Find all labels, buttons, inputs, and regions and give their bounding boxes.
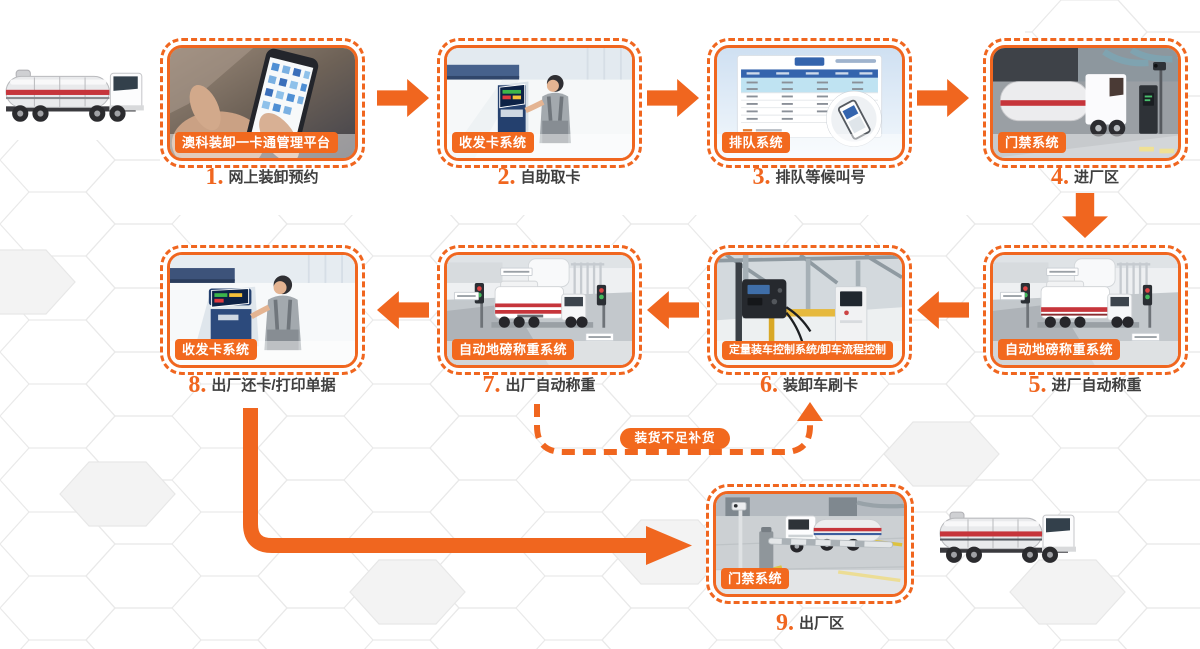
step-5-caption: 5.进厂自动称重 xyxy=(935,372,1200,399)
step-5-badge: 自动地磅称重系统 xyxy=(998,339,1121,360)
arrow-step6-to-step7-icon xyxy=(647,291,699,329)
step-9-photo: 门禁系统 xyxy=(713,491,907,597)
tanker-truck-left-icon xyxy=(5,69,144,122)
step-7-number: 7. xyxy=(482,372,501,398)
arrow-step1-to-step2-icon xyxy=(377,79,429,117)
step-5-number: 5. xyxy=(1028,372,1047,398)
step-4-caption: 4.进厂区 xyxy=(935,164,1200,191)
step-9-caption: 9.出厂区 xyxy=(660,610,960,637)
step-5-photo: 自动地磅称重系统 xyxy=(990,252,1181,368)
step-6-caption-text: 装卸车刷卡 xyxy=(782,377,858,394)
step-7-photo: 自动地磅称重系统 xyxy=(444,252,635,368)
step-8-box: 收发卡系统 xyxy=(160,245,365,375)
step-2-photo: 收发卡系统 xyxy=(444,45,635,161)
step-2-box: 收发卡系统 xyxy=(437,38,642,168)
step-3-caption-text: 排队等候叫号 xyxy=(775,169,866,186)
step-4-number: 4. xyxy=(1050,164,1069,190)
step-3-caption: 3.排队等候叫号 xyxy=(659,164,959,191)
step-7-caption-text: 出厂自动称重 xyxy=(505,377,596,394)
step-2-number: 2. xyxy=(497,164,516,190)
step-6-photo: 定量装车控制系统/卸车流程控制 xyxy=(714,252,905,368)
step-7-badge: 自动地磅称重系统 xyxy=(452,339,575,360)
step-4-badge: 门禁系统 xyxy=(998,132,1067,153)
step-1-box: 澳科装卸一卡通管理平台 xyxy=(160,38,365,168)
step-8-photo: 收发卡系统 xyxy=(167,252,358,368)
step-3-badge: 排队系统 xyxy=(722,132,791,153)
step-6-number: 6. xyxy=(759,372,778,398)
step-1-number: 1. xyxy=(205,164,224,190)
step-1-caption: 1.网上装卸预约 xyxy=(112,164,412,191)
arrow-step4-to-step5-icon xyxy=(1062,193,1108,238)
step-9-box: 门禁系统 xyxy=(706,484,914,604)
step-7-caption: 7.出厂自动称重 xyxy=(389,372,689,399)
step-9-badge: 门禁系统 xyxy=(721,568,790,589)
step-5-caption-text: 进厂自动称重 xyxy=(1051,377,1142,394)
step-4-caption-text: 进厂区 xyxy=(1073,169,1119,186)
arrow-step3-to-step4-icon xyxy=(917,79,969,117)
step-2-badge: 收发卡系统 xyxy=(452,132,534,153)
arrow-step5-to-step6-icon xyxy=(917,291,969,329)
step-8-caption: 8.出厂还卡/打印单据 xyxy=(112,372,412,399)
step-1-badge: 澳科装卸一卡通管理平台 xyxy=(175,132,338,153)
feedback-label-pill: 装货不足补货 xyxy=(620,428,730,449)
step-9-number: 9. xyxy=(775,610,794,636)
arrow-step7-to-step8-icon xyxy=(377,291,429,329)
step-4-box: 门禁系统 xyxy=(983,38,1188,168)
step-3-photo: 排队系统 xyxy=(714,45,905,161)
step-5-box: 自动地磅称重系统 xyxy=(983,245,1188,375)
step-9-caption-text: 出厂区 xyxy=(798,615,844,632)
step-6-caption: 6.装卸车刷卡 xyxy=(659,372,959,399)
step-3-number: 3. xyxy=(752,164,771,190)
arrow-step2-to-step3-icon xyxy=(647,79,699,117)
card-kiosk-illustration xyxy=(447,48,632,158)
tanker-truck-right-icon xyxy=(939,511,1076,563)
step-8-caption-text: 出厂还卡/打印单据 xyxy=(211,377,336,394)
step-3-box: 排队系统 xyxy=(707,38,912,168)
queue-system-screen-illustration xyxy=(717,48,902,158)
step-2-caption: 2.自助取卡 xyxy=(389,164,689,191)
step-6-box: 定量装车控制系统/卸车流程控制 xyxy=(707,245,912,375)
step-7-box: 自动地磅称重系统 xyxy=(437,245,642,375)
step-1-caption-text: 网上装卸预约 xyxy=(228,169,319,186)
step-6-badge: 定量装车控制系统/卸车流程控制 xyxy=(722,341,894,360)
step-4-photo: 门禁系统 xyxy=(990,45,1181,161)
step-8-number: 8. xyxy=(188,372,207,398)
step-2-caption-text: 自助取卡 xyxy=(520,169,581,186)
step-1-photo: 澳科装卸一卡通管理平台 xyxy=(167,45,358,161)
step-8-badge: 收发卡系统 xyxy=(175,339,257,360)
